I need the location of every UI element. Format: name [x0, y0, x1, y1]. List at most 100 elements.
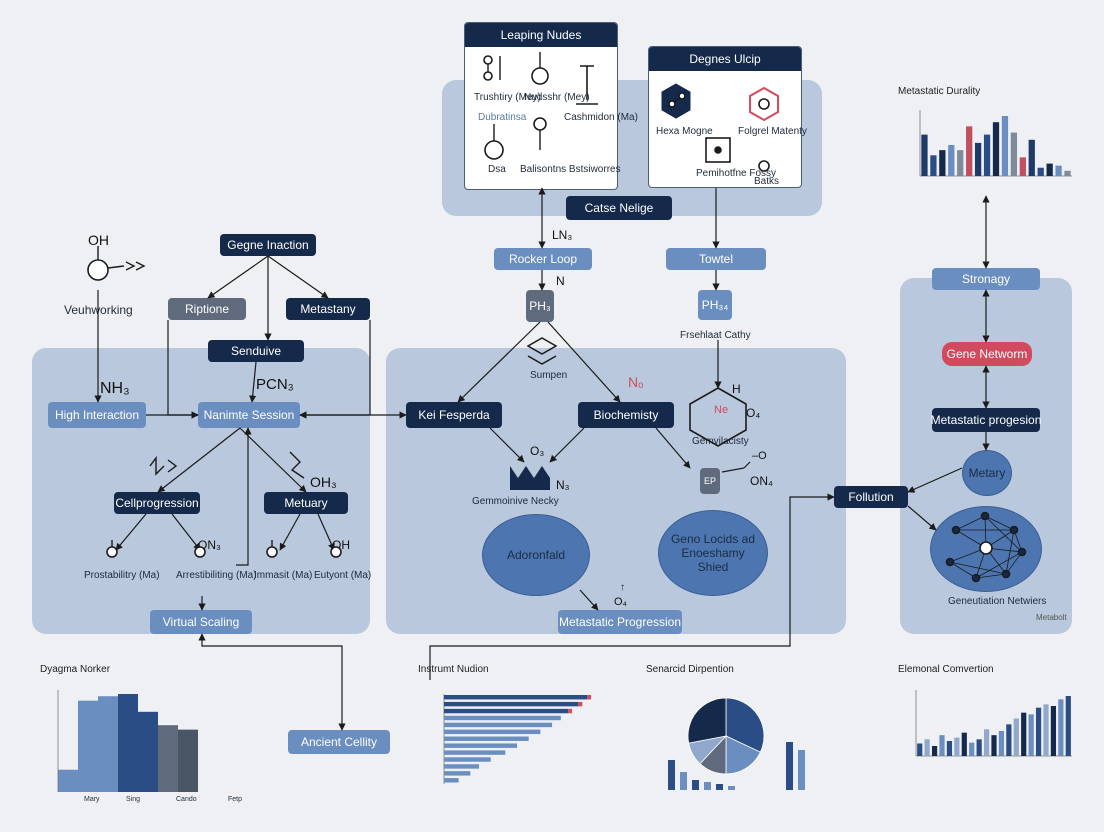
chart-bar	[1043, 704, 1049, 756]
chart-bar	[444, 708, 569, 714]
connector-arrow	[655, 427, 691, 469]
molecule-atom-icon	[483, 71, 493, 81]
dsa-label: Dsa	[488, 164, 506, 175]
ep-box: EP	[700, 468, 720, 494]
genomiane-label: Gemmoinive Necky	[472, 496, 559, 507]
connector-arrow	[198, 633, 346, 731]
benzene-icon	[689, 387, 747, 447]
chart-bar	[1050, 706, 1057, 756]
chart-bar	[924, 739, 930, 756]
chart-bar	[1006, 724, 1012, 756]
bl-cat-2: Cando	[176, 796, 197, 803]
molecule-atom-icon	[87, 259, 109, 281]
chart-bar	[991, 735, 997, 756]
cellprogression-node[interactable]: Cellprogression	[114, 492, 200, 514]
chart-bar	[948, 144, 955, 176]
metastatic-progression-right-node[interactable]: Metastatic progesion	[931, 408, 1041, 432]
prostability-label: Prostabilitry (Ma)	[84, 570, 160, 581]
network-node-icon	[1017, 547, 1027, 557]
molecule-atom-icon	[106, 546, 118, 558]
catse-nelige-node[interactable]: Catse Nelige	[566, 196, 672, 220]
network-node-icon	[945, 557, 955, 567]
biochemistry-node[interactable]: Biochemisty	[578, 402, 674, 428]
ph-box: PH₃	[526, 290, 554, 322]
leaping-nudes-title: Leaping Nudes	[465, 23, 617, 47]
gene-networm-node[interactable]: Gene Networm	[942, 342, 1032, 366]
chem-h: H	[732, 382, 741, 396]
hexa-mogne-label: Hexa Mogne	[656, 126, 713, 137]
chart-bar	[444, 729, 541, 735]
chart-bar	[444, 771, 471, 776]
network-edge	[949, 561, 977, 579]
connector-arrow	[429, 493, 835, 680]
chart-bar	[921, 134, 928, 176]
chart-bar	[1064, 170, 1071, 176]
bl-cat-1: Sing	[126, 796, 141, 803]
bond-line	[721, 461, 751, 473]
chart-bar	[444, 715, 561, 721]
chart-bar	[1035, 707, 1042, 756]
molecule-atom-icon	[758, 160, 770, 172]
chart-bar	[974, 142, 982, 176]
chart-bar	[966, 126, 973, 176]
riptone-node[interactable]: Riptione	[168, 298, 246, 320]
chart-bar	[444, 722, 553, 728]
chart-bar	[969, 742, 975, 756]
metastatic-progression-mid-node[interactable]: Metastatic Progression	[558, 610, 682, 634]
molecule-chain-icon	[289, 451, 305, 479]
chart-bar	[178, 729, 198, 792]
follution-node[interactable]: Follution	[834, 486, 908, 508]
chart-bar	[692, 780, 699, 790]
chem-u: ↑	[620, 582, 625, 593]
rocker-loop-node[interactable]: Rocker Loop	[494, 248, 592, 270]
chart-bar	[917, 743, 923, 756]
chem-o4: O₄	[746, 406, 761, 420]
navigate-session-node[interactable]: Nanimte Session	[198, 402, 300, 428]
immasit-label: Immasit (Ma)	[254, 570, 313, 581]
metary-circle: Metary	[962, 450, 1012, 496]
chart-bar	[444, 736, 529, 741]
ancient-cellity-node[interactable]: Ancient Cellity	[288, 730, 390, 754]
bl-cat-3: Fetp	[228, 796, 243, 803]
chart-bar	[118, 694, 138, 792]
chem-oh2: OH₃	[310, 474, 337, 490]
chart-bar	[983, 134, 991, 176]
molecule-atom-icon	[533, 117, 547, 131]
balisontns-label: Balisontns Bstsiworres	[520, 164, 621, 175]
bl-cat-0: Mary	[84, 796, 100, 803]
leaping-nudes-card: Leaping Nudes	[464, 22, 618, 190]
chem-o2: O₄	[614, 596, 628, 608]
senduive-node[interactable]: Senduive	[208, 340, 304, 362]
stand-icon	[576, 65, 598, 105]
chart-title-bm: Instrumt Nudion	[418, 664, 489, 675]
ph2-box: PH₃₄	[698, 290, 732, 320]
metuary-node[interactable]: Metuary	[264, 492, 348, 514]
gene-inaction-node[interactable]: Gegne Inaction	[220, 234, 316, 256]
chart-bar	[1010, 132, 1018, 176]
chart-bar	[1021, 712, 1027, 756]
connector-arrow	[907, 467, 963, 493]
connector-arrow	[239, 427, 307, 493]
network-edge	[975, 573, 1007, 579]
virtual-scaling-node[interactable]: Virtual Scaling	[150, 610, 252, 634]
molecule-chain-icon	[149, 455, 178, 476]
chem-n3: N₃	[556, 478, 570, 492]
network-node-icon	[1009, 525, 1019, 535]
connector-arrow	[299, 320, 371, 419]
chem-o3: O₃	[530, 444, 545, 458]
chart-title-bm2: Senarcid Dirpention	[646, 664, 734, 675]
metastany-node[interactable]: Metastany	[286, 298, 370, 320]
chart-bar	[798, 750, 805, 790]
connector-arrow	[907, 505, 937, 531]
chart-title-topright: Metastatic Durality	[898, 86, 981, 97]
key-response-node[interactable]: Kei Fesperda	[406, 402, 502, 428]
towel-node[interactable]: Towtel	[666, 248, 766, 270]
chart-bar	[1028, 139, 1035, 176]
molecule-atom-icon	[330, 546, 342, 558]
chart-bar-highlight	[578, 701, 583, 707]
molecule-atom-icon	[266, 546, 278, 558]
high-interaction-node[interactable]: High Interaction	[48, 402, 146, 428]
stronagy-node[interactable]: Stronagy	[932, 268, 1040, 290]
chart-bar	[1013, 718, 1019, 756]
